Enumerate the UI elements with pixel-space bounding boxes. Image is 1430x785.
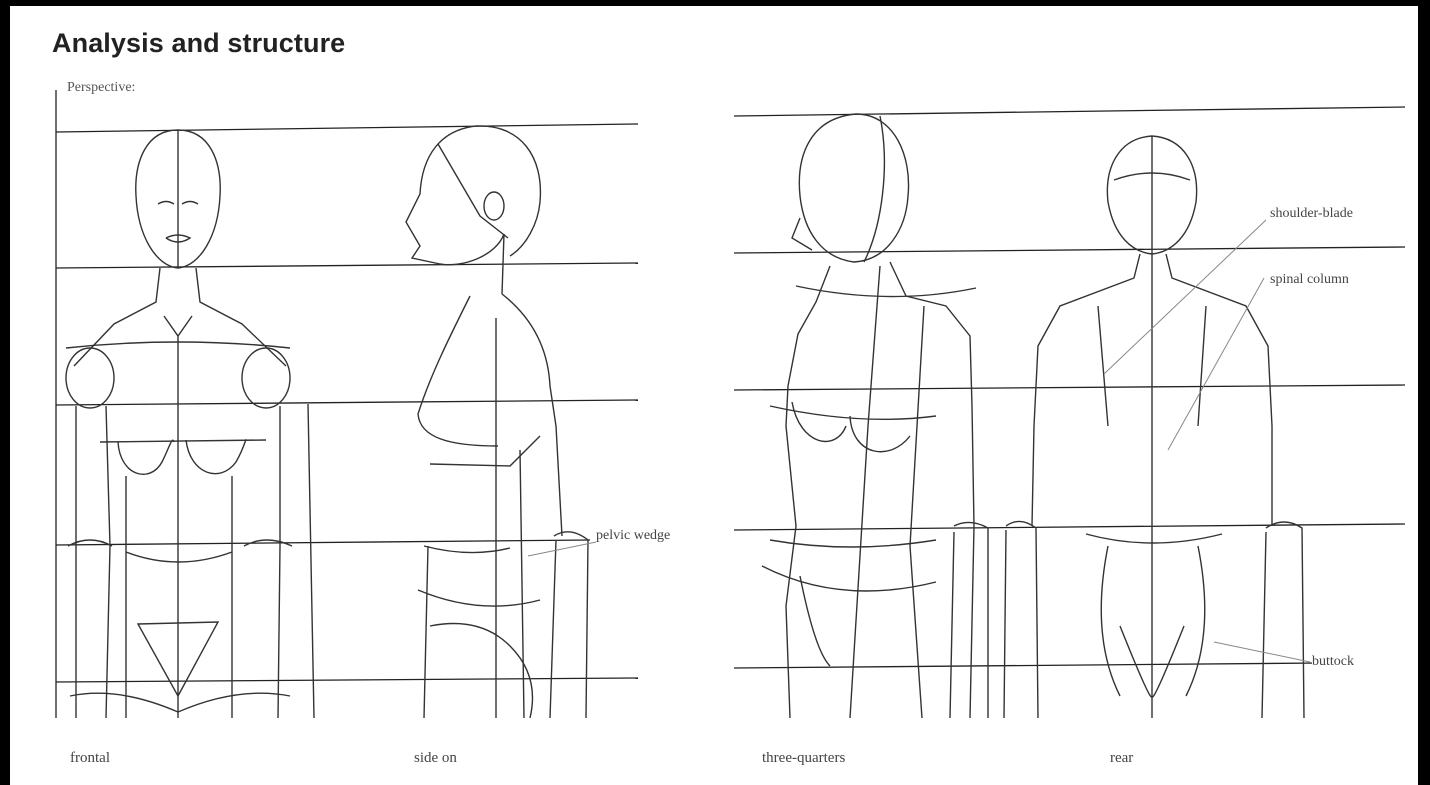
annotation-spinal-column: spinal column xyxy=(1270,272,1349,288)
annotation-shoulder-blade: shoulder-blade xyxy=(1270,206,1353,222)
annotation-buttock: buttock xyxy=(1312,654,1354,670)
annotation-pelvic-wedge: pelvic wedge xyxy=(596,528,670,544)
figure-illustration xyxy=(10,6,1418,785)
caption-frontal: frontal xyxy=(70,750,110,767)
caption-rear: rear xyxy=(1110,750,1133,767)
caption-three-quarters: three-quarters xyxy=(762,750,845,767)
side-on-figure xyxy=(406,126,606,718)
right-panel-guides xyxy=(734,107,1405,668)
caption-side-on: side on xyxy=(414,750,457,767)
rear-figure xyxy=(1004,136,1310,718)
document-page: Analysis and structure Perspective: xyxy=(10,6,1418,785)
three-quarters-figure xyxy=(762,114,988,718)
frontal-figure xyxy=(66,130,314,718)
